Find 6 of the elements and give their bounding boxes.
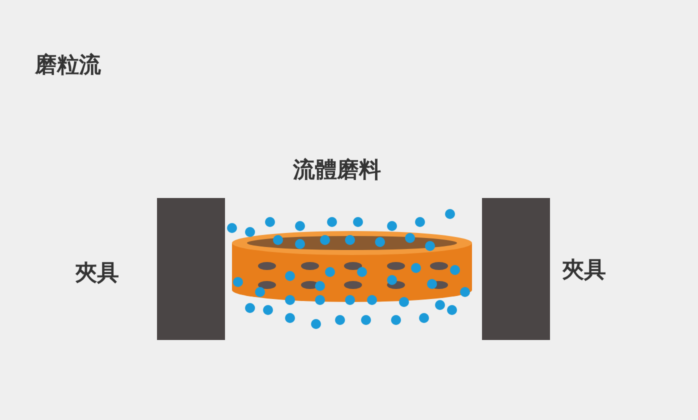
fixture-label: 夾具 xyxy=(75,260,119,288)
fixture-label: 夾具 xyxy=(562,257,606,285)
fixture-block xyxy=(482,198,550,340)
title: 磨粒流 xyxy=(35,52,101,80)
fluid-abrasive-label: 流體磨料 xyxy=(293,156,381,185)
fixture-block xyxy=(157,198,225,340)
